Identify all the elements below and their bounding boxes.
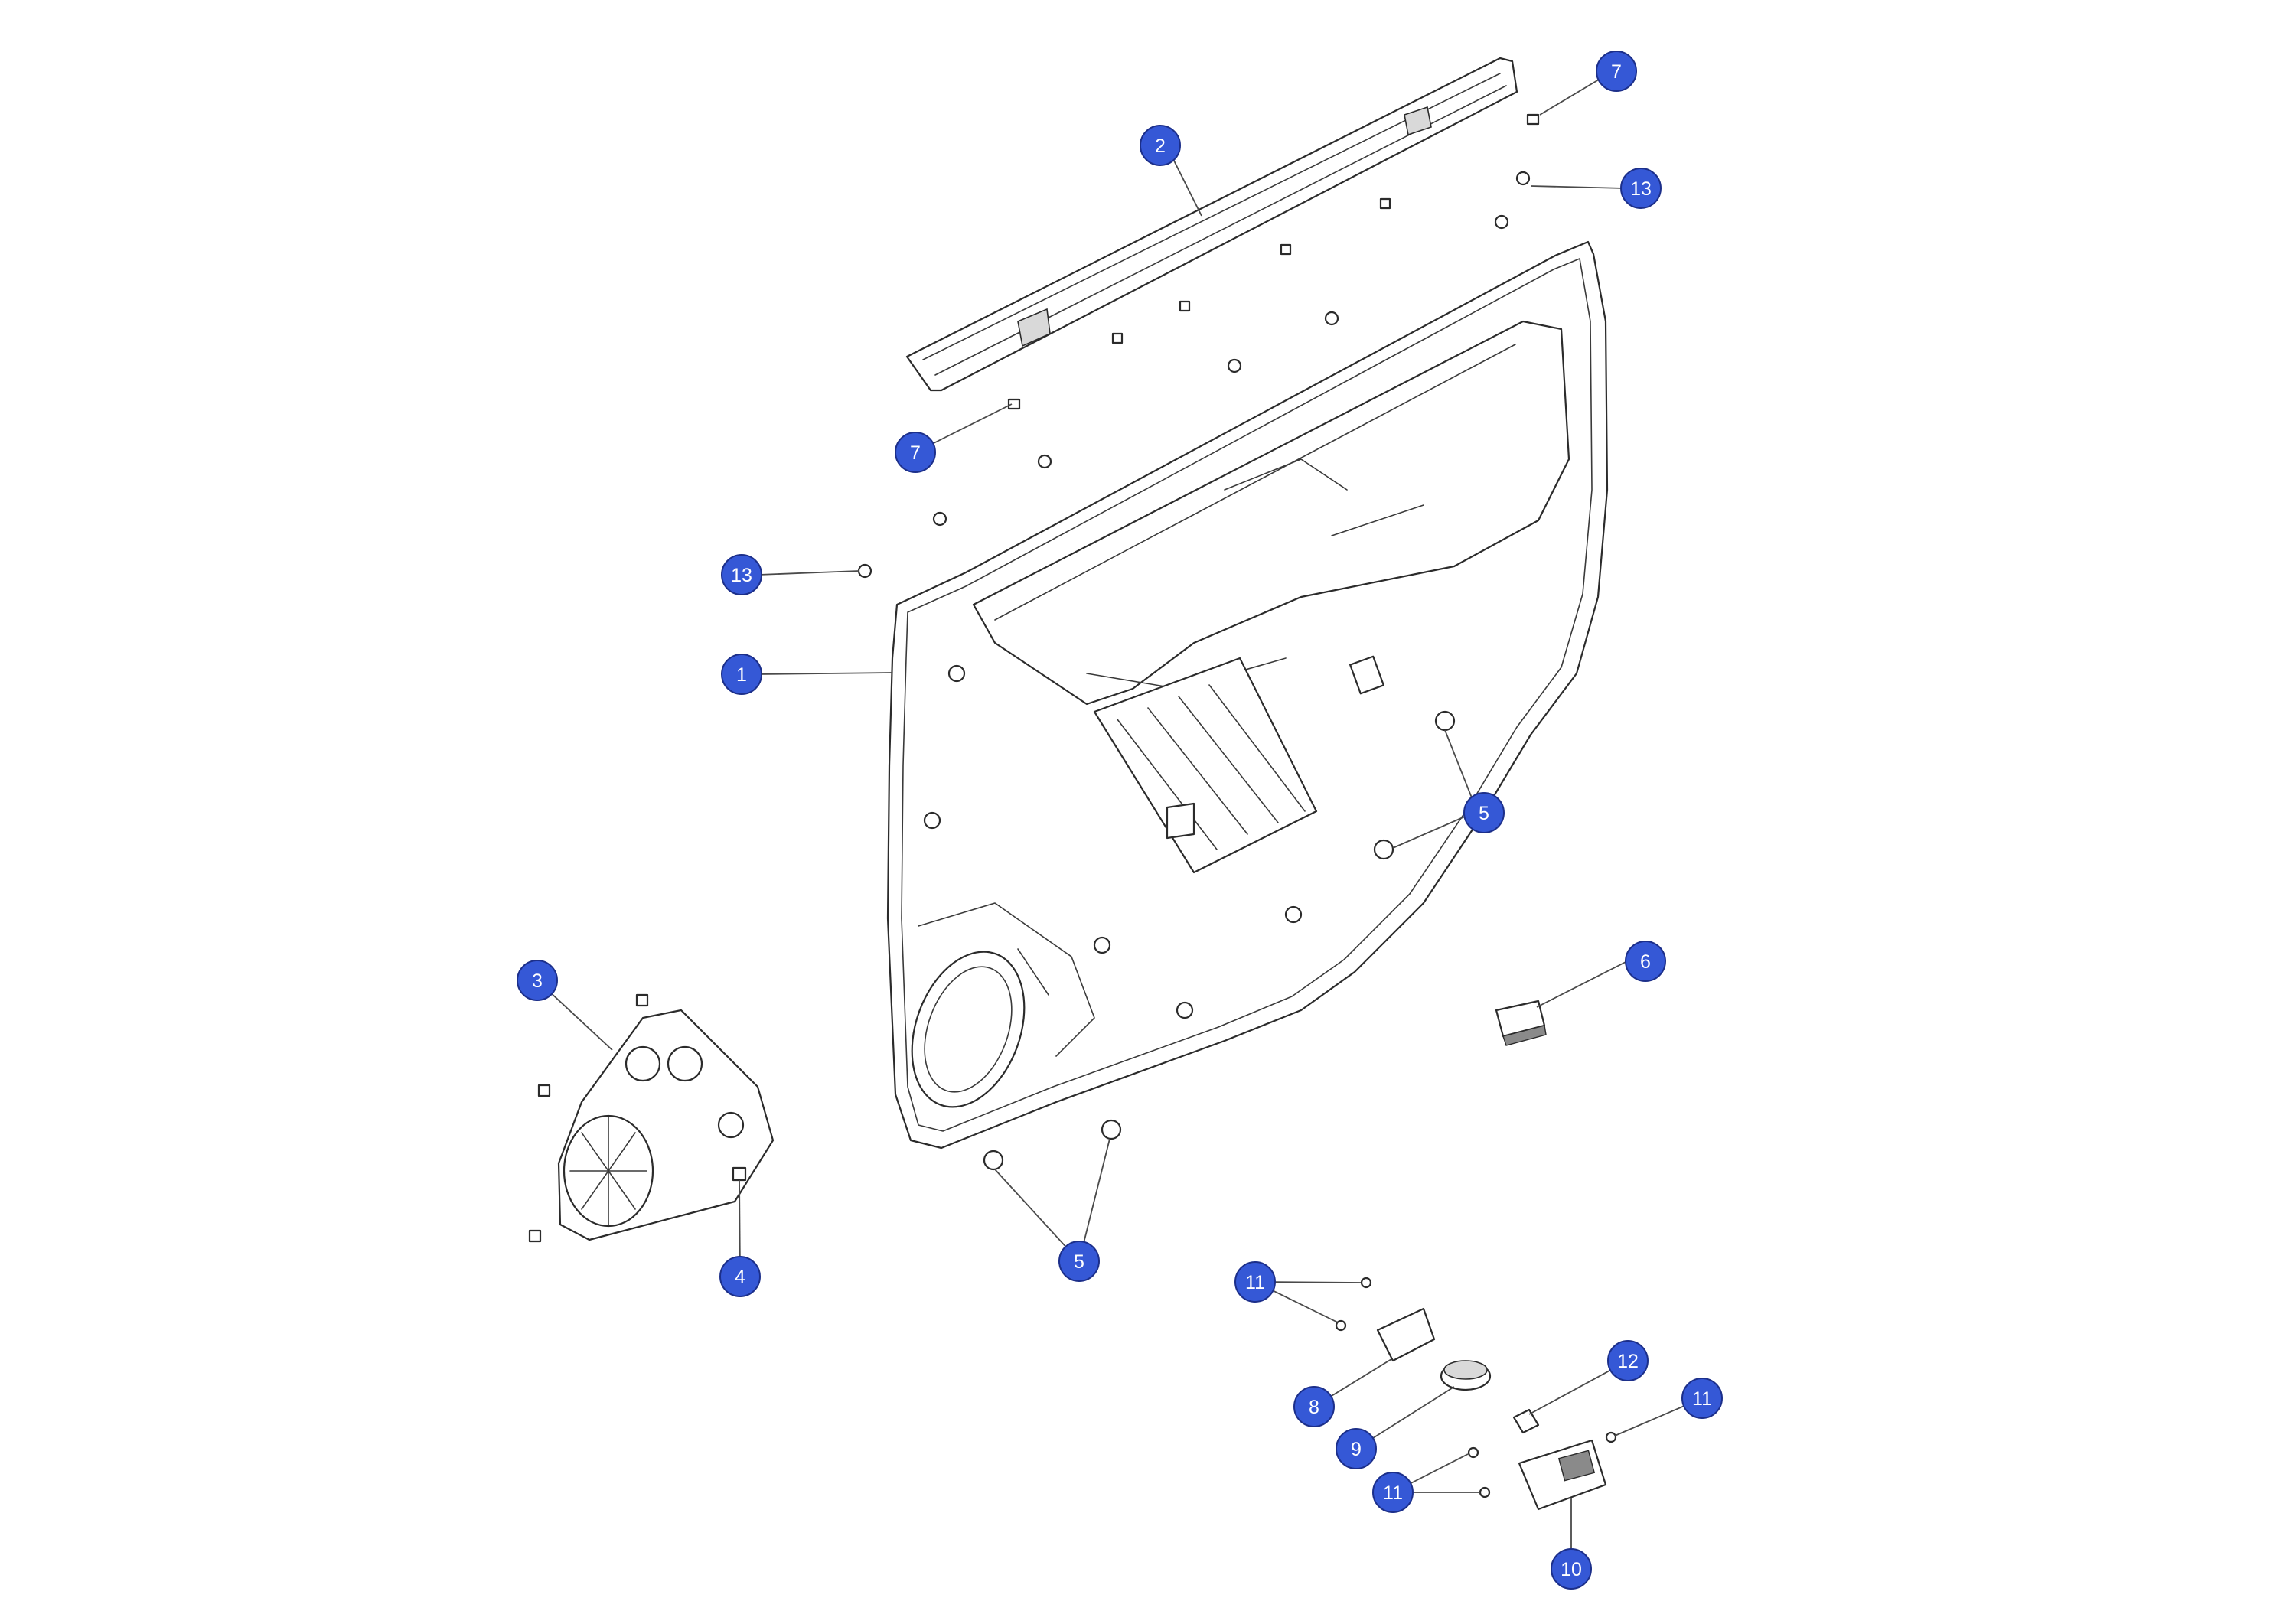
callout-6: 6 (1625, 941, 1666, 982)
callout-10: 10 (1551, 1548, 1592, 1590)
callout-label: 5 (1074, 1251, 1084, 1273)
callout-2: 2 (1140, 125, 1181, 166)
callout-label: 9 (1351, 1439, 1362, 1460)
callout-circle (1234, 1261, 1276, 1303)
callout-circle (895, 432, 936, 473)
callout-label: 11 (1692, 1388, 1712, 1410)
callout-label: 10 (1561, 1559, 1582, 1580)
callout-8: 8 (1293, 1386, 1335, 1427)
callout-4: 4 (719, 1256, 761, 1297)
bracket-8 (1376, 1307, 1436, 1362)
callout-circle (1596, 51, 1637, 92)
callout-3: 3 (517, 960, 558, 1001)
callout-circle (1681, 1378, 1723, 1419)
callout-circle (721, 654, 762, 695)
callout-circle (1140, 125, 1181, 166)
callout-label: 7 (910, 442, 921, 464)
callout-12: 12 (1607, 1340, 1649, 1381)
callout-circle (1625, 941, 1666, 982)
callouts: 7 2 13 7 13 1 5 6 3 4 5 11 8 9 12 11 11 10 (517, 51, 1723, 1590)
callout-11-bottom: 11 (1372, 1472, 1414, 1513)
callout-label: 1 (736, 664, 747, 686)
callout-label: 2 (1155, 135, 1166, 157)
callout-11-right: 11 (1681, 1378, 1723, 1419)
callout-11-top: 11 (1234, 1261, 1276, 1303)
callout-label: 12 (1617, 1351, 1639, 1372)
callout-label: 7 (1611, 61, 1622, 83)
callout-5-bottom: 5 (1058, 1241, 1100, 1282)
small-hardware (1335, 1277, 1617, 1511)
callout-label: 11 (1245, 1272, 1265, 1293)
fastener-clips (857, 113, 1540, 579)
callout-circle (721, 554, 762, 595)
callout-9: 9 (1336, 1428, 1377, 1469)
callout-circle (1058, 1241, 1100, 1282)
callout-circle (719, 1256, 761, 1297)
upper-trim-strip (905, 57, 1518, 392)
callout-7-top: 7 (1596, 51, 1637, 92)
switch-module (1495, 1000, 1547, 1046)
callout-1: 1 (721, 654, 762, 695)
callout-label: 3 (532, 970, 543, 992)
callout-circle (1607, 1340, 1649, 1381)
callout-circle (1336, 1428, 1377, 1469)
callout-label: 6 (1640, 951, 1651, 973)
callout-circle (517, 960, 558, 1001)
module-10 (1518, 1439, 1607, 1511)
callout-7-mid: 7 (895, 432, 936, 473)
callout-label: 11 (1383, 1482, 1403, 1504)
callout-label: 13 (1630, 178, 1652, 200)
callout-13-top: 13 (1620, 168, 1662, 209)
callout-label: 4 (735, 1267, 745, 1288)
callout-13-left: 13 (721, 554, 762, 595)
callout-label: 13 (731, 565, 752, 586)
callout-circle (1620, 168, 1662, 209)
callout-label: 8 (1309, 1397, 1319, 1418)
push-clips (983, 710, 1456, 1171)
connector-12 (1512, 1408, 1540, 1434)
callout-label: 5 (1479, 803, 1489, 824)
callout-5-right: 5 (1463, 792, 1505, 833)
callout-circle (1372, 1472, 1414, 1513)
callout-circle (1463, 792, 1505, 833)
speaker-grille (557, 1009, 775, 1241)
callout-circle (1293, 1386, 1335, 1427)
door-trim-panel (886, 240, 1609, 1150)
callout-circle (1551, 1548, 1592, 1590)
